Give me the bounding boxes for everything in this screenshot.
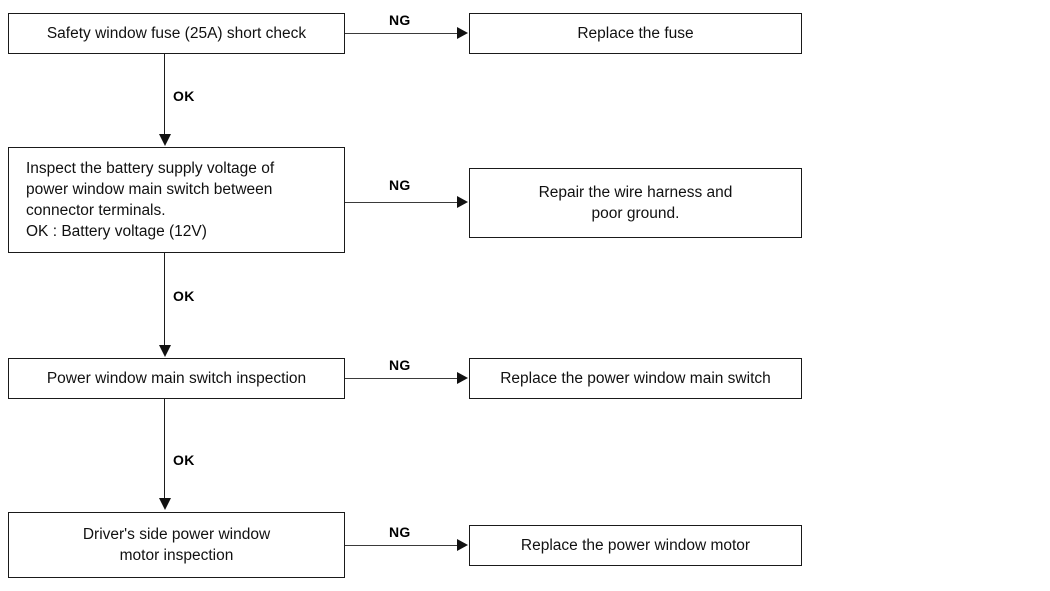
node-motor-inspection[interactable]: Driver's side power window motor inspect… [8,512,345,578]
connector-ok-3 [164,399,165,498]
connector-ng-4 [345,545,459,546]
arrowhead-ng-1 [457,27,468,39]
node-label: Safety window fuse (25A) short check [46,25,307,42]
connector-ok-1 [164,54,165,134]
edge-label-ng-3: NG [389,357,411,373]
node-replace-motor[interactable]: Replace the power window motor [469,525,802,566]
edge-label-ng-1: NG [389,12,411,28]
node-fuse-short-check[interactable]: Safety window fuse (25A) short check [8,13,345,54]
arrowhead-ok-3 [159,498,171,510]
node-label: Inspect the battery supply voltage of po… [26,160,275,240]
node-replace-main-switch[interactable]: Replace the power window main switch [469,358,802,399]
connector-ok-2 [164,253,165,345]
node-battery-voltage-inspect[interactable]: Inspect the battery supply voltage of po… [8,147,345,253]
node-label: Replace the power window motor [520,537,751,554]
node-repair-harness[interactable]: Repair the wire harness and poor ground. [469,168,802,238]
edge-label-ok-2: OK [173,288,195,304]
edge-label-ok-3: OK [173,452,195,468]
node-main-switch-inspection[interactable]: Power window main switch inspection [8,358,345,399]
edge-label-ng-4: NG [389,524,411,540]
arrowhead-ng-4 [457,539,468,551]
node-label: Replace the fuse [577,25,694,42]
node-label: Power window main switch inspection [46,370,307,387]
node-label: Repair the wire harness and poor ground. [538,184,733,222]
arrowhead-ng-3 [457,372,468,384]
node-label: Driver's side power window motor inspect… [82,526,271,564]
connector-ng-2 [345,202,459,203]
connector-ng-3 [345,378,459,379]
node-label: Replace the power window main switch [500,370,771,387]
connector-ng-1 [345,33,459,34]
arrowhead-ng-2 [457,196,468,208]
arrowhead-ok-2 [159,345,171,357]
edge-label-ok-1: OK [173,88,195,104]
arrowhead-ok-1 [159,134,171,146]
edge-label-ng-2: NG [389,177,411,193]
node-replace-fuse[interactable]: Replace the fuse [469,13,802,54]
